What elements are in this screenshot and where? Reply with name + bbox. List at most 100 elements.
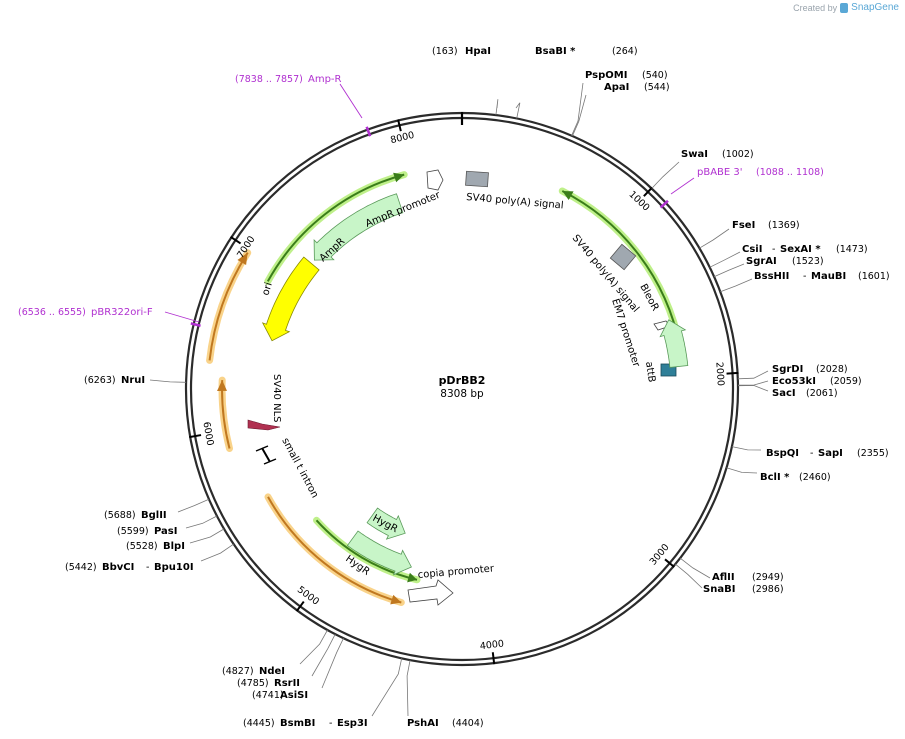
- feature-sv40-nls-mark[interactable]: [247, 419, 281, 431]
- primer-amp-r-name[interactable]: Amp-R: [308, 74, 342, 85]
- site-csii-sexai-name2[interactable]: SexAI *: [780, 244, 821, 255]
- site-csii-sexai-name1[interactable]: CsiI: [742, 244, 762, 255]
- primer-pbr322ori-f-mark[interactable]: [190, 322, 201, 327]
- site-hpai-name[interactable]: HpaI: [465, 46, 491, 57]
- feature-small-t-intron-label[interactable]: small t intron: [279, 436, 320, 500]
- site-rsrii-position: (4785): [237, 678, 269, 689]
- site-snabi-position: (2986): [752, 584, 784, 595]
- site-bsshii-maubi-name1[interactable]: BssHII: [754, 271, 789, 282]
- feature-hygr-inner-arrow[interactable]: [366, 507, 406, 540]
- feature-small-t-intron-mark[interactable]: [255, 445, 277, 465]
- site-bbvci-bpu10i-position: (5442): [65, 562, 97, 573]
- site-snabi-name[interactable]: SnaBI: [703, 584, 735, 595]
- site-pasi-name[interactable]: PasI: [154, 526, 177, 537]
- ruler-tick-mark: [229, 235, 242, 245]
- site-bsshii-line: [720, 278, 753, 293]
- site-pshai-name[interactable]: PshAI: [407, 718, 439, 729]
- site-csii-sexai-position: (1473): [836, 244, 868, 255]
- site-sgrdi-name[interactable]: SgrDI: [772, 364, 803, 375]
- site-swai-name[interactable]: SwaI: [681, 149, 708, 160]
- site-nrui-position: (6263): [84, 375, 116, 386]
- site-sgrai-line: [713, 263, 745, 278]
- feature-ampr-promoter-head[interactable]: [426, 169, 444, 191]
- orf-hygr-line-arrowhead: [407, 572, 418, 583]
- site-pasi-position: (5599): [117, 526, 149, 537]
- site-bspqi-sapi-position: (2355): [857, 448, 889, 459]
- site-saci-name[interactable]: SacI: [772, 388, 796, 399]
- site-bspqi-sapi-name1[interactable]: BspQI: [766, 448, 799, 459]
- site-asisi-name[interactable]: AsiSI: [280, 690, 308, 701]
- site-bsmbi-esp3i-name2[interactable]: Esp3I: [337, 718, 368, 729]
- feature-sv40-polya-1-box[interactable]: [465, 170, 489, 188]
- feature-ori-label[interactable]: ori: [260, 281, 274, 297]
- ruler-tick-mark: [397, 119, 402, 132]
- feature-bleor-arrow[interactable]: [659, 319, 689, 368]
- site-name-separator: -: [772, 244, 775, 255]
- primer-amp-r-mark[interactable]: [365, 126, 372, 137]
- site-sgrai-name[interactable]: SgrAI: [746, 256, 777, 267]
- orf-hygr-line: [315, 519, 418, 581]
- site-bsabi-name[interactable]: BsaBI *: [535, 46, 576, 57]
- site-apai-name[interactable]: ApaI: [604, 82, 629, 93]
- site-rsrii-name[interactable]: RsrII: [274, 678, 300, 689]
- ruler-tick-label: 7000: [235, 234, 257, 260]
- feature-copia-promoter-arrow[interactable]: [407, 579, 454, 606]
- feature-attb-label[interactable]: attB: [643, 361, 657, 383]
- site-pshai-position: (4404): [452, 718, 484, 729]
- site-aflii-line: [679, 557, 711, 579]
- site-nrui-name[interactable]: NruI: [121, 375, 145, 386]
- orf-orange-outer-line: [267, 496, 402, 604]
- plasmid-size: 8308 bp: [440, 388, 484, 400]
- ruler-tick-mark: [295, 600, 305, 612]
- labels-layer: HpaI(163)BsaBI *(264)PspOMI(540)ApaI(544…: [18, 46, 890, 729]
- feature-hygr-outer-arrow[interactable]: [346, 530, 412, 576]
- site-bbvci-line: [200, 543, 234, 562]
- feature-copia-promoter-label[interactable]: copia promoter: [417, 563, 495, 581]
- ruler-tick-mark: [726, 371, 739, 375]
- site-ndei-line: [299, 629, 328, 665]
- primer-pbabe3-mark[interactable]: [659, 199, 669, 209]
- primer-pbr322ori-f-name[interactable]: pBR322ori-F: [91, 307, 153, 318]
- site-eco53ki-name[interactable]: Eco53kI: [772, 376, 816, 387]
- primer-pbabe3-range: (1088 .. 1108): [756, 167, 824, 178]
- feature-sv40-polya-1-label[interactable]: SV40 poly(A) signal: [466, 192, 564, 211]
- watermark-prefix: Created by: [793, 2, 838, 13]
- site-ndei-name[interactable]: NdeI: [259, 666, 285, 677]
- primer-pbabe3-mark-leader: [670, 177, 695, 195]
- feature-ampr-arrow[interactable]: [313, 193, 404, 261]
- orf-bleor-line: [561, 190, 681, 347]
- site-blpi-line: [189, 528, 225, 544]
- site-bsshii-maubi-position: (1601): [858, 271, 890, 282]
- site-bbvci-bpu10i-name1[interactable]: BbvCI: [102, 562, 134, 573]
- ruler-tick-label: 6000: [200, 421, 215, 447]
- site-blpi-name[interactable]: BlpI: [163, 541, 185, 552]
- site-pspomi-name[interactable]: PspOMI: [585, 70, 627, 81]
- site-aflii-name[interactable]: AflII: [712, 572, 735, 583]
- site-bsshii-maubi-name2[interactable]: MauBI: [811, 271, 846, 282]
- site-bbvci-bpu10i-name2[interactable]: Bpu10I: [154, 562, 194, 573]
- plasmid-name: pDrBB2: [439, 374, 486, 387]
- primer-pbabe3-name[interactable]: pBABE 3': [697, 167, 743, 178]
- site-saci-position: (2061): [806, 388, 838, 399]
- feature-sv40-polya-2-box[interactable]: [609, 243, 637, 271]
- primer-amp-r-mark-leader: [339, 83, 363, 119]
- site-pspomi-position: (540): [642, 70, 668, 81]
- site-snabi-line: [675, 563, 703, 589]
- site-bsmbi-esp3i-name1[interactable]: BsmBI: [280, 718, 315, 729]
- site-fsei-position: (1369): [768, 220, 800, 231]
- site-csii-line: [709, 251, 741, 268]
- site-nrui-line: [149, 379, 187, 383]
- feature-sv40-nls-label[interactable]: SV40 NLS: [271, 374, 282, 423]
- ruler-tick-label: 2000: [713, 362, 725, 387]
- site-bglii-name[interactable]: BglII: [141, 510, 167, 521]
- site-bsabi-position: (264): [612, 46, 638, 57]
- site-rsrii-line: [311, 634, 336, 677]
- site-bspqi-sapi-name2[interactable]: SapI: [818, 448, 843, 459]
- feature-ori-arrow[interactable]: [261, 256, 320, 342]
- site-bsabi-line: [515, 102, 521, 119]
- backbone-layer: [184, 111, 740, 667]
- site-bcli-name[interactable]: BclI *: [760, 472, 790, 483]
- site-fsei-name[interactable]: FseI: [732, 220, 755, 231]
- snapgene-watermark: Created by SnapGene: [793, 2, 899, 13]
